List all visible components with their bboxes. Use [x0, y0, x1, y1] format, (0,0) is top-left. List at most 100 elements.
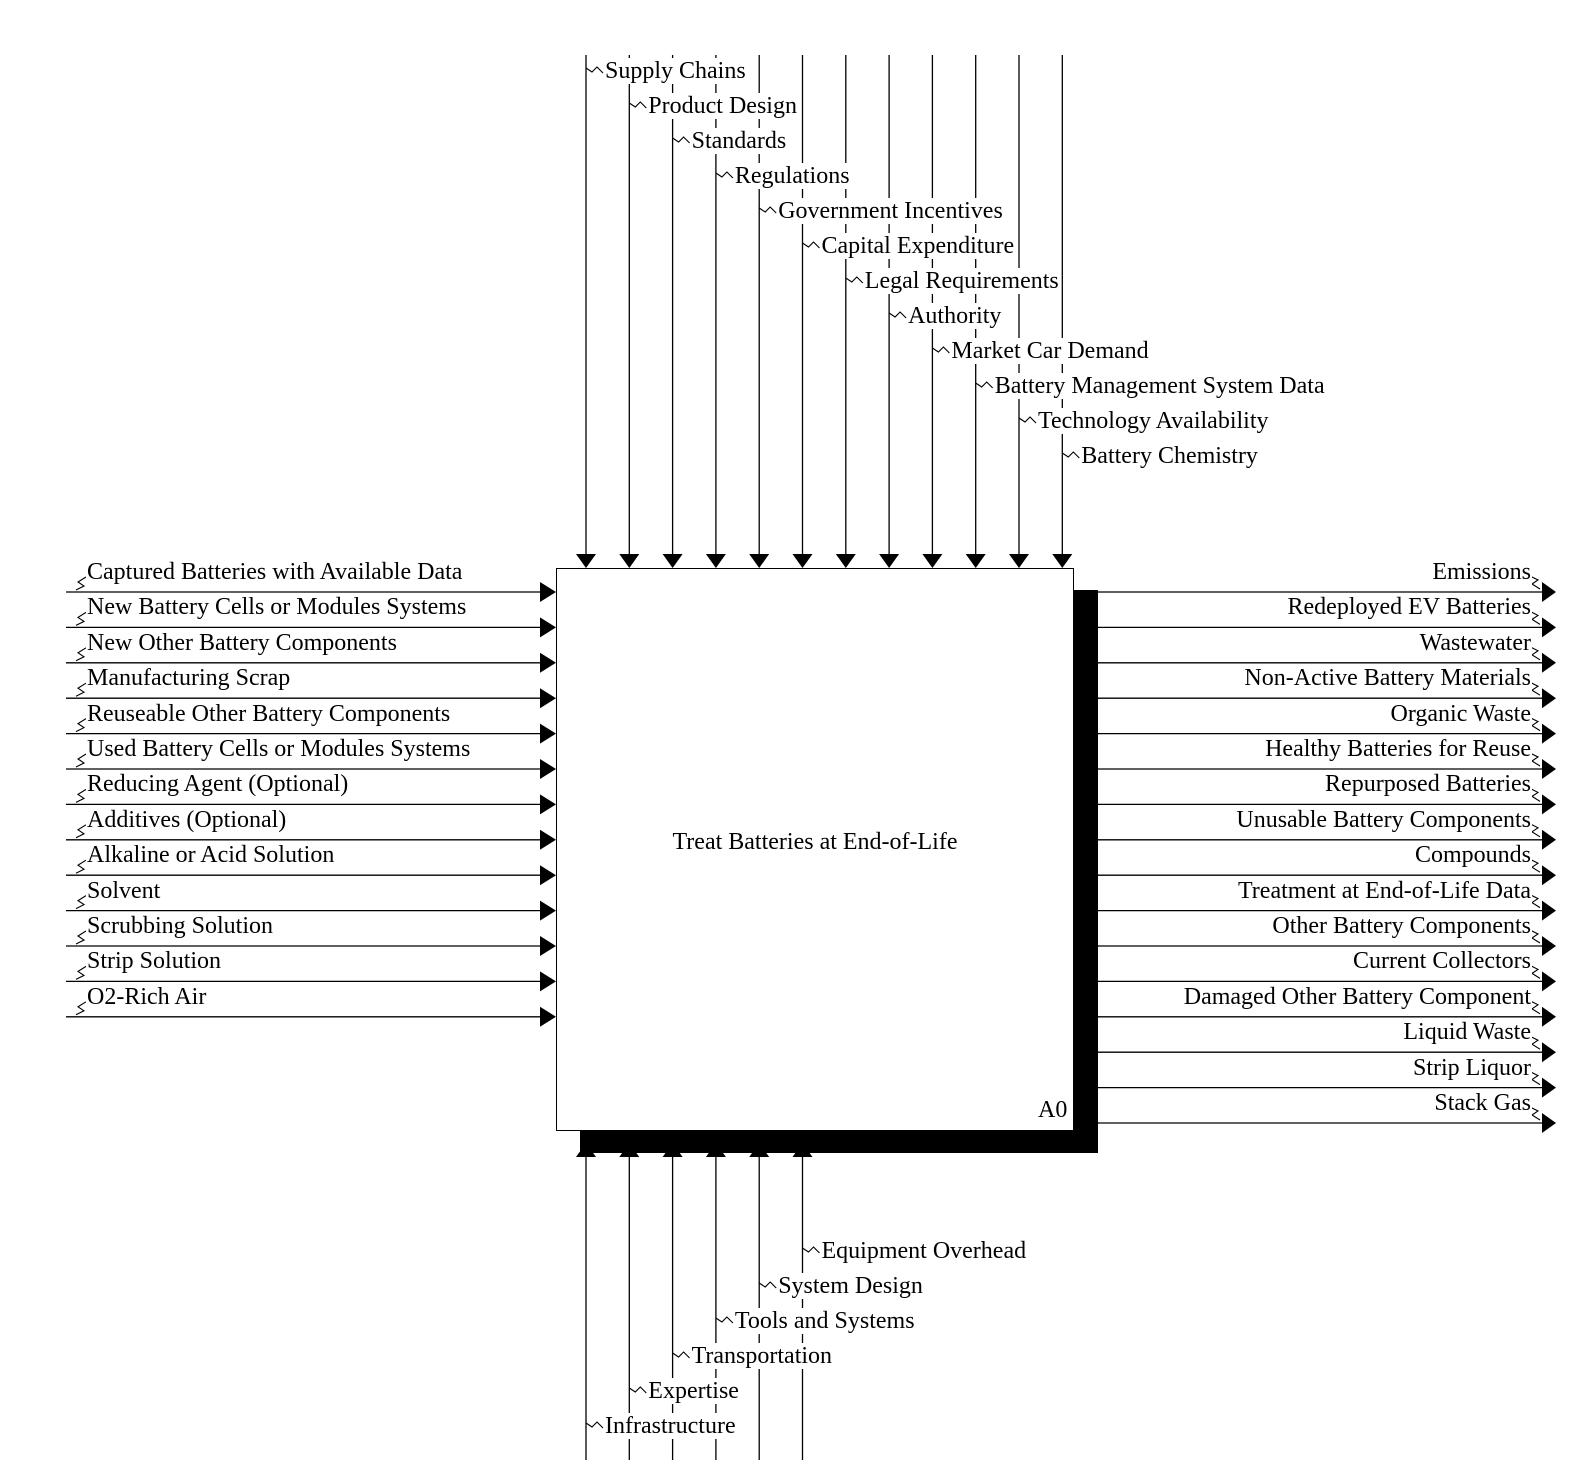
output-label-13: Liquid Waste: [1402, 1019, 1532, 1046]
control-label-9: Battery Management System Data: [993, 373, 1326, 399]
output-label-9: Treatment at End-of-Life Data: [1236, 877, 1532, 904]
control-squiggle: [975, 381, 994, 389]
input-arrowhead: [540, 582, 556, 602]
output-squiggle: [1529, 964, 1541, 979]
output-squiggle: [1529, 1035, 1541, 1050]
output-squiggle: [1529, 717, 1541, 732]
control-arrowhead: [792, 554, 813, 568]
output-arrowhead: [1542, 1006, 1556, 1027]
input-label-4: Reuseable Other Battery Components: [86, 700, 452, 727]
input-squiggle: [75, 788, 87, 803]
control-arrowhead: [922, 554, 943, 568]
control-label-4: Government Incentives: [777, 198, 1004, 224]
output-arrowhead: [1542, 688, 1556, 709]
output-label-1: Redeployed EV Batteries: [1286, 594, 1532, 621]
input-label-2: New Other Battery Components: [86, 629, 398, 656]
output-arrowhead: [1542, 1113, 1556, 1133]
mechanism-squiggle: [628, 1386, 647, 1394]
input-arrowhead: [540, 865, 556, 886]
input-label-0: Captured Batteries with Available Data: [86, 559, 464, 585]
output-arrowhead: [1542, 900, 1556, 921]
input-arrowhead: [540, 971, 556, 992]
output-label-10: Other Battery Components: [1271, 913, 1532, 939]
output-squiggle: [1529, 610, 1541, 625]
control-label-5: Capital Expenditure: [820, 233, 1016, 259]
output-squiggle: [1529, 929, 1541, 944]
input-squiggle: [75, 824, 87, 839]
control-arrowhead: [1052, 554, 1073, 568]
control-label-0: Supply Chains: [604, 58, 747, 84]
activity-title: Treat Batteries at End-of-Life: [672, 829, 958, 855]
output-label-11: Current Collectors: [1352, 948, 1532, 975]
output-label-3: Non-Active Battery Materials: [1243, 665, 1532, 692]
control-arrowhead: [879, 554, 900, 568]
input-label-8: Alkaline or Acid Solution: [86, 842, 336, 869]
input-arrowhead: [540, 617, 556, 638]
output-squiggle: [1529, 1000, 1541, 1015]
input-squiggle: [75, 930, 87, 945]
output-arrowhead: [1542, 971, 1556, 992]
mechanism-label-4: System Design: [777, 1273, 924, 1299]
control-label-6: Legal Requirements: [863, 268, 1060, 294]
input-squiggle: [75, 965, 87, 980]
output-label-8: Compounds: [1413, 842, 1532, 869]
control-label-1: Product Design: [647, 93, 798, 119]
output-arrowhead: [1542, 617, 1556, 638]
input-squiggle: [75, 859, 87, 874]
output-arrowhead: [1542, 794, 1556, 815]
mechanism-squiggle: [585, 1421, 604, 1429]
output-label-15: Stack Gas: [1433, 1090, 1532, 1116]
control-label-2: Standards: [690, 128, 788, 154]
mechanism-squiggle: [802, 1246, 820, 1254]
output-arrowhead: [1542, 936, 1556, 956]
output-label-6: Repurposed Batteries: [1324, 771, 1532, 798]
input-label-7: Additives (Optional): [86, 806, 288, 833]
input-arrowhead: [540, 652, 556, 673]
control-squiggle: [672, 136, 690, 144]
control-squiggle: [585, 66, 604, 74]
control-arrowhead: [705, 554, 726, 568]
control-squiggle: [932, 346, 950, 354]
input-squiggle: [75, 647, 87, 662]
output-squiggle: [1529, 1106, 1541, 1121]
output-squiggle: [1529, 681, 1541, 696]
output-label-12: Damaged Other Battery Component: [1182, 983, 1532, 1010]
input-arrowhead: [540, 723, 556, 744]
output-squiggle: [1529, 858, 1541, 873]
output-label-5: Healthy Batteries for Reuse: [1264, 736, 1532, 762]
control-label-8: Market Car Demand: [950, 338, 1150, 364]
output-squiggle: [1529, 823, 1541, 838]
input-arrowhead: [540, 759, 556, 779]
input-squiggle: [75, 895, 87, 910]
output-label-4: Organic Waste: [1389, 700, 1532, 727]
output-squiggle: [1529, 752, 1541, 767]
control-arrowhead: [1009, 554, 1029, 568]
input-label-10: Scrubbing Solution: [86, 913, 275, 939]
input-squiggle: [75, 682, 87, 697]
input-arrowhead: [540, 900, 556, 921]
activity-box[interactable]: [556, 568, 1074, 1131]
input-squiggle: [75, 753, 87, 768]
mechanism-label-0: Infrastructure: [604, 1413, 737, 1439]
control-squiggle: [758, 206, 777, 214]
input-arrowhead: [540, 936, 556, 956]
output-squiggle: [1529, 1071, 1541, 1086]
mechanism-squiggle: [758, 1281, 777, 1289]
input-label-1: New Battery Cells or Modules Systems: [86, 594, 468, 621]
control-label-11: Battery Chemistry: [1080, 443, 1259, 469]
control-arrowhead: [749, 554, 770, 568]
input-squiggle: [75, 576, 87, 591]
output-label-0: Emissions: [1431, 559, 1532, 585]
input-squiggle: [75, 1001, 87, 1016]
output-label-14: Strip Liquor: [1412, 1054, 1532, 1081]
control-label-3: Regulations: [733, 163, 851, 189]
output-squiggle: [1529, 575, 1541, 590]
output-arrowhead: [1542, 759, 1556, 779]
mechanism-label-3: Tools and Systems: [733, 1308, 916, 1334]
mechanism-label-1: Expertise: [647, 1378, 740, 1404]
output-arrowhead: [1542, 652, 1556, 673]
output-arrowhead: [1542, 723, 1556, 744]
input-label-9: Solvent: [86, 877, 162, 904]
mechanism-label-5: Equipment Overhead: [820, 1238, 1028, 1264]
